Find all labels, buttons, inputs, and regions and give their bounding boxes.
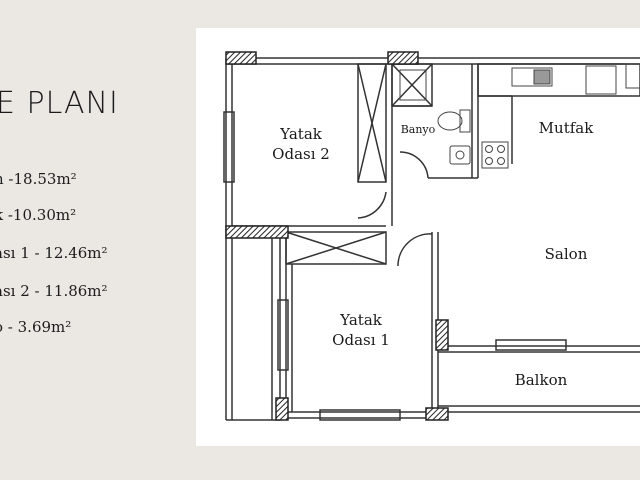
room-label-yatak-2-line1: Yatak [280, 125, 322, 143]
area-item-mutfak: k -10.30m² [0, 206, 77, 224]
floor-plan-card: Yatak Odası 2 Banyo Mutfak Salon Yatak O… [196, 28, 640, 446]
columns [225, 51, 449, 421]
walls [223, 57, 640, 421]
room-label-yatak-2: Yatak Odası 2 [246, 124, 356, 164]
area-item-yatak-2: ası 2 - 11.86m² [0, 282, 108, 300]
room-label-banyo: Banyo [400, 123, 436, 136]
room-label-balkon: Balkon [514, 371, 568, 389]
room-label-yatak-2-line2: Odası 2 [272, 145, 330, 163]
floor-plan-drawing [223, 51, 640, 421]
room-label-yatak-1: Yatak Odası 1 [316, 310, 406, 350]
room-label-yatak-1-line1: Yatak [340, 311, 382, 329]
room-label-salon: Salon [544, 245, 588, 263]
fixtures [399, 63, 640, 169]
room-label-mutfak: Mutfak [538, 119, 594, 137]
area-item-balkon: o - 3.69m² [0, 318, 72, 336]
floor-plan-title: E PLANI [0, 86, 119, 121]
room-label-yatak-1-line2: Odası 1 [332, 331, 390, 349]
area-item-salon: n -18.53m² [0, 170, 77, 188]
area-item-yatak-1: ası 1 - 12.46m² [0, 244, 108, 262]
